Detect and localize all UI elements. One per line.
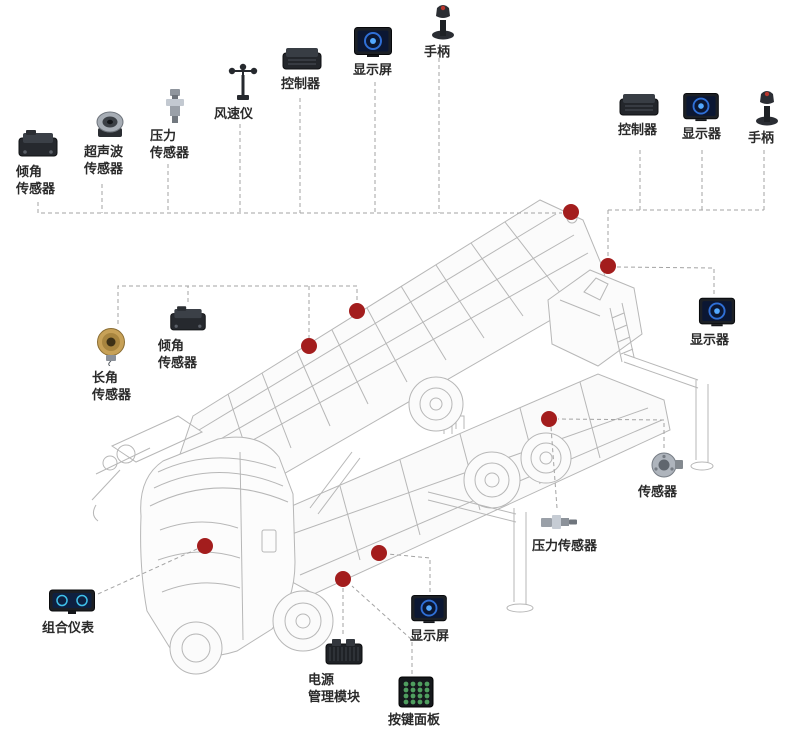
component-display-top: 显示屏 (353, 26, 393, 79)
joystick-icon (430, 2, 456, 40)
component-ultrasonic-sensor: 超声波 传感器 (84, 110, 128, 178)
drawwire-sensor-icon (92, 326, 132, 366)
component-display-mid-right: 显示器 (690, 296, 736, 349)
connection-dot (563, 204, 579, 220)
component-pressure-sensor-top: 压力 传感器 (150, 88, 189, 162)
component-label: 显示器 (690, 332, 730, 347)
component-instrument-cluster: 组合仪表 (42, 586, 96, 637)
connection-dot (541, 411, 557, 427)
pressure-sensor-icon (162, 88, 188, 124)
instrument-cluster-icon (48, 586, 96, 616)
component-tilt-sensor-top-left: 倾角 传感器 (16, 128, 60, 198)
display-icon (682, 92, 720, 122)
component-joystick-top: 手柄 (424, 2, 456, 61)
component-label: 控制器 (618, 122, 658, 137)
display-icon (410, 594, 448, 624)
component-label: 显示屏 (410, 628, 450, 643)
component-display-bottom: 显示屏 (410, 594, 449, 645)
component-drawwire-sensor: 长角 传感器 (92, 326, 132, 404)
component-label: 风速仪 (214, 106, 254, 121)
component-controller-top: 控制器 (281, 46, 323, 93)
component-label: 压力 传感器 (150, 128, 190, 160)
component-label: 超声波 传感器 (84, 144, 124, 176)
component-tilt-sensor-mid: 倾角 传感器 (158, 304, 208, 372)
component-keypad-panel: 按键面板 (388, 676, 440, 729)
tilt-sensor-icon (168, 304, 208, 334)
controller-icon (618, 92, 660, 118)
component-label: 传感器 (638, 484, 678, 499)
component-label: 手柄 (748, 130, 775, 145)
connection-dot (197, 538, 213, 554)
keypad-icon (398, 676, 434, 708)
connector-top-left-bus (37, 202, 562, 214)
tilt-sensor-icon (16, 128, 60, 160)
ultrasonic-sensor-icon (92, 110, 128, 140)
pressure-sensor-h-icon (540, 510, 578, 534)
component-label: 显示屏 (353, 62, 393, 77)
connection-dot (600, 258, 616, 274)
display-icon (698, 296, 736, 328)
component-label: 长角 传感器 (92, 370, 132, 402)
connection-dot (301, 338, 317, 354)
component-label: 组合仪表 (42, 620, 95, 635)
component-label: 按键面板 (388, 712, 441, 727)
anemometer-icon (228, 62, 258, 102)
component-label: 倾角 传感器 (158, 338, 198, 370)
component-controller-right: 控制器 (618, 92, 660, 139)
connection-dot (371, 545, 387, 561)
connection-dot (349, 303, 365, 319)
joystick-icon (754, 88, 780, 126)
display-icon (353, 26, 393, 58)
component-label: 电源 管理模块 (308, 672, 361, 704)
power-module-icon (324, 636, 364, 668)
component-sensor-right: 传感器 (638, 450, 684, 501)
connection-dot (335, 571, 351, 587)
component-anemometer: 风速仪 (214, 62, 258, 123)
component-power-module: 电源 管理模块 (308, 636, 364, 706)
component-label: 控制器 (281, 76, 321, 91)
component-pressure-sensor-right: 压力传感器 (532, 510, 597, 555)
component-label: 显示器 (682, 126, 722, 141)
component-joystick-right: 手柄 (748, 88, 780, 147)
component-label: 倾角 传感器 (16, 164, 56, 196)
controller-icon (281, 46, 323, 72)
component-display-right: 显示器 (682, 92, 721, 143)
round-sensor-icon (650, 450, 684, 480)
component-label: 手柄 (424, 44, 451, 59)
component-label: 压力传感器 (532, 538, 598, 553)
